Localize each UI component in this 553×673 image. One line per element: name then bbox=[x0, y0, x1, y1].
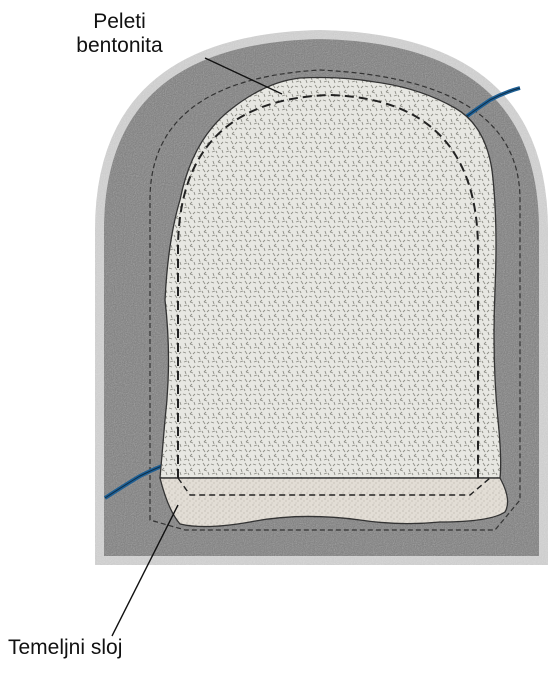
base-layer-label: Temeljni sloj bbox=[8, 636, 122, 660]
bentonite-pellet-fill bbox=[160, 78, 501, 479]
pellets-label-line2: bentonita bbox=[62, 34, 177, 58]
pellets-label-line1: Peleti bbox=[62, 10, 177, 34]
pellets-label: Peleti bentonita bbox=[62, 10, 177, 58]
